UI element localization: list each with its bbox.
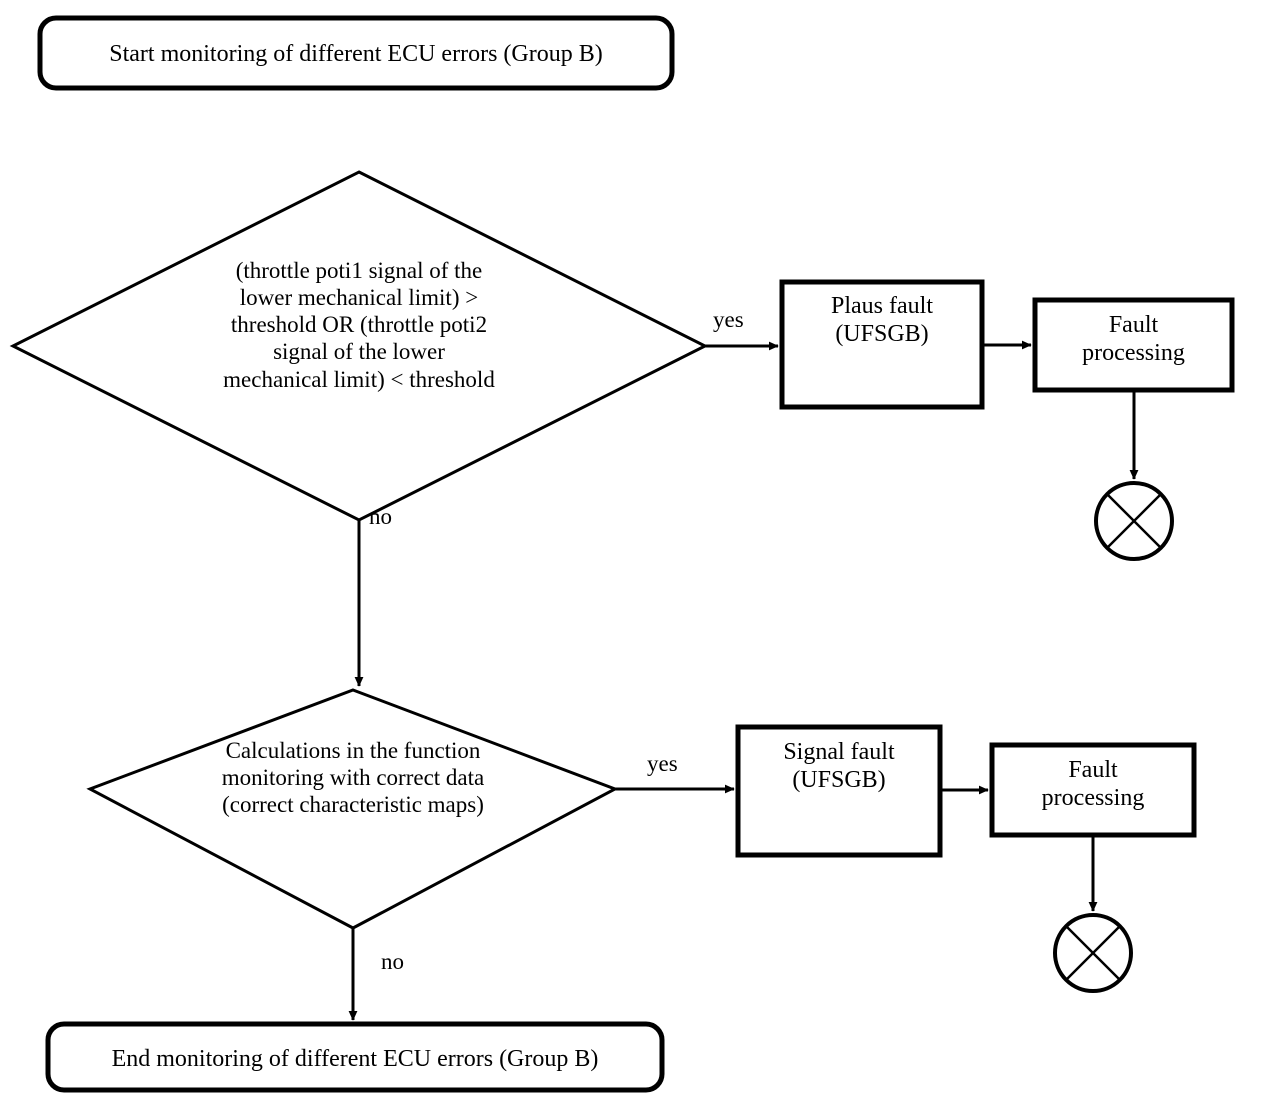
fault-processing-1-shape[interactable] — [1032, 297, 1235, 393]
decision1-shape[interactable] — [9, 170, 709, 522]
edge-label-decision1-no: no — [369, 504, 392, 529]
fault-processing-2-shape[interactable] — [989, 742, 1197, 838]
start-terminal-shape[interactable] — [37, 15, 675, 91]
plaus-fault-shape[interactable] — [779, 279, 985, 410]
end-circle-2-cross-b — [1065, 925, 1121, 981]
end-terminal-shape[interactable] — [45, 1021, 665, 1093]
end-circle-1-cross-b — [1106, 493, 1162, 549]
edge-label-decision2-no: no — [381, 949, 404, 974]
decision2-shape[interactable] — [86, 688, 619, 930]
signal-fault-shape[interactable] — [735, 724, 943, 858]
edge-label-decision1-yes: yes — [713, 307, 744, 332]
edge-label-decision2-yes: yes — [647, 751, 678, 776]
